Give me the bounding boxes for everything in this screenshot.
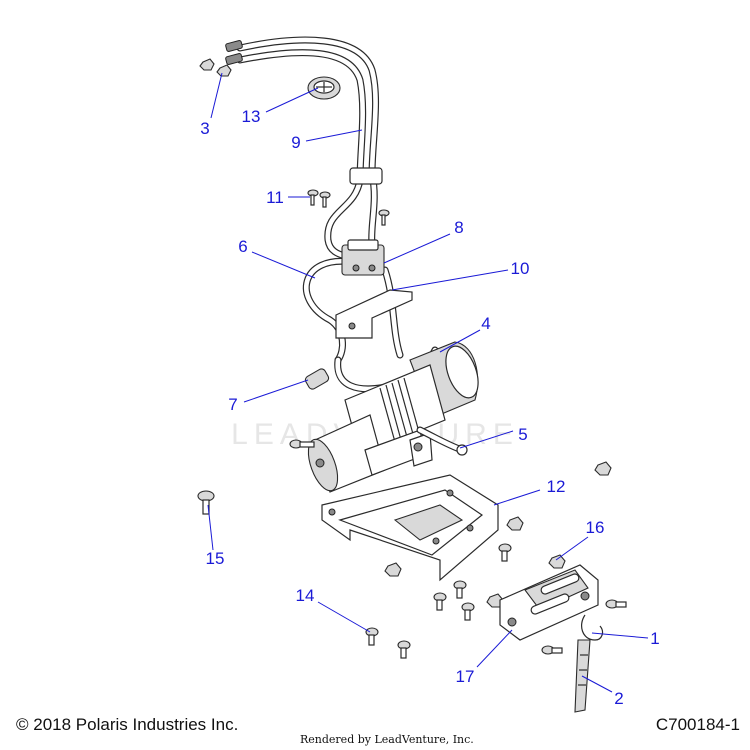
leader-lines [207, 72, 649, 693]
nut-16 [548, 554, 566, 569]
callout-1: 1 [650, 629, 659, 648]
nuts-3 [199, 58, 232, 77]
callout-labels: 3 13 9 11 8 6 10 4 7 5 12 15 16 14 1 2 1… [200, 107, 659, 708]
hook-and-strap [574, 614, 604, 713]
figure-code: C700184-1 [655, 715, 740, 734]
callout-17: 17 [456, 667, 475, 686]
callout-15: 15 [206, 549, 225, 568]
bolts-plate [433, 543, 512, 621]
callout-13: 13 [242, 107, 261, 126]
callout-9: 9 [291, 133, 300, 152]
callout-4: 4 [481, 314, 490, 333]
winch-4 [307, 341, 479, 493]
callout-6: 6 [238, 237, 247, 256]
callout-8: 8 [454, 218, 463, 237]
bracket-10 [335, 289, 413, 339]
callout-2: 2 [614, 689, 623, 708]
bolts-14 [365, 627, 411, 659]
callout-7: 7 [228, 395, 237, 414]
grommet-13 [307, 76, 341, 100]
fairlead-17 [499, 564, 599, 641]
bolt-15 [197, 490, 215, 515]
copyright-text: © 2018 Polaris Industries Inc. [16, 715, 239, 734]
mount-plate-12 [321, 474, 499, 582]
bolts-fairlead [541, 599, 627, 655]
callout-12: 12 [547, 477, 566, 496]
nuts-plate [384, 461, 612, 608]
callout-14: 14 [296, 586, 315, 605]
cable-clamp [349, 167, 383, 185]
callout-10: 10 [511, 259, 530, 278]
rendered-by-text: Rendered by LeadVenture, Inc. [300, 733, 474, 746]
callout-16: 16 [586, 518, 605, 537]
callout-3: 3 [200, 119, 209, 138]
cable-end-7 [304, 368, 330, 390]
contactor-8 [341, 239, 385, 276]
screws-11 [307, 189, 390, 226]
bolt-winch-side [289, 439, 315, 449]
callout-11: 11 [266, 188, 284, 207]
cable-5 [416, 426, 468, 456]
callout-5: 5 [518, 425, 527, 444]
